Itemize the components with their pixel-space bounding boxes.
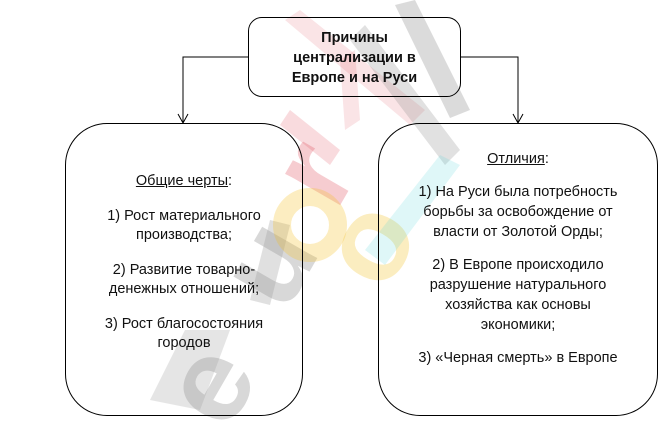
root-node: Причины централизации в Европе и на Руси	[248, 17, 461, 97]
item-line: разрушение натурального	[429, 277, 607, 293]
list-item: 2) Развитие товарно- денежных отношений;	[66, 261, 302, 299]
item-line: власти от Золотой Орды;	[433, 224, 603, 240]
common-heading: Общие черты	[135, 173, 229, 189]
differences-node: Отличия: 1) На Руси была потребность бор…	[378, 123, 658, 416]
differences-heading: Отличия	[487, 151, 545, 167]
root-title-line: Европе и на Руси	[291, 70, 418, 86]
heading-colon: :	[544, 151, 549, 167]
list-item: 1) Рост материального производства;	[66, 207, 302, 245]
connector-left	[182, 56, 248, 123]
list-item: 3) Рост благосостояния городов	[66, 315, 302, 353]
item-line: борьбы за освобождение от	[423, 204, 613, 220]
root-title-line: Причины	[321, 30, 388, 46]
item-line: производства;	[136, 227, 232, 243]
item-line: хозяйства как основы	[445, 297, 591, 313]
item-line: 2) Развитие товарно-	[112, 262, 256, 278]
item-line: 3) «Черная смерть» в Европе	[418, 350, 618, 366]
item-line: 2) В Европе происходило	[432, 257, 604, 273]
heading-colon: :	[228, 173, 233, 189]
item-line: 1) Рост материального	[107, 208, 261, 224]
item-line: экономики;	[480, 317, 556, 333]
list-item: 2) В Европе происходило разрушение натур…	[379, 255, 657, 335]
root-title-line: централизации в	[293, 50, 416, 66]
item-line: 3) Рост благосостояния	[104, 316, 264, 332]
item-line: городов	[157, 335, 211, 351]
list-item: 3) «Черная смерть» в Европе	[379, 348, 657, 368]
item-line: денежных отношений;	[108, 281, 260, 297]
common-features-node: Общие черты: 1) Рост материального произ…	[65, 123, 303, 416]
connector-right	[461, 56, 519, 123]
item-line: 1) На Руси была потребность	[418, 184, 618, 200]
list-item: 1) На Руси была потребность борьбы за ос…	[379, 182, 657, 242]
